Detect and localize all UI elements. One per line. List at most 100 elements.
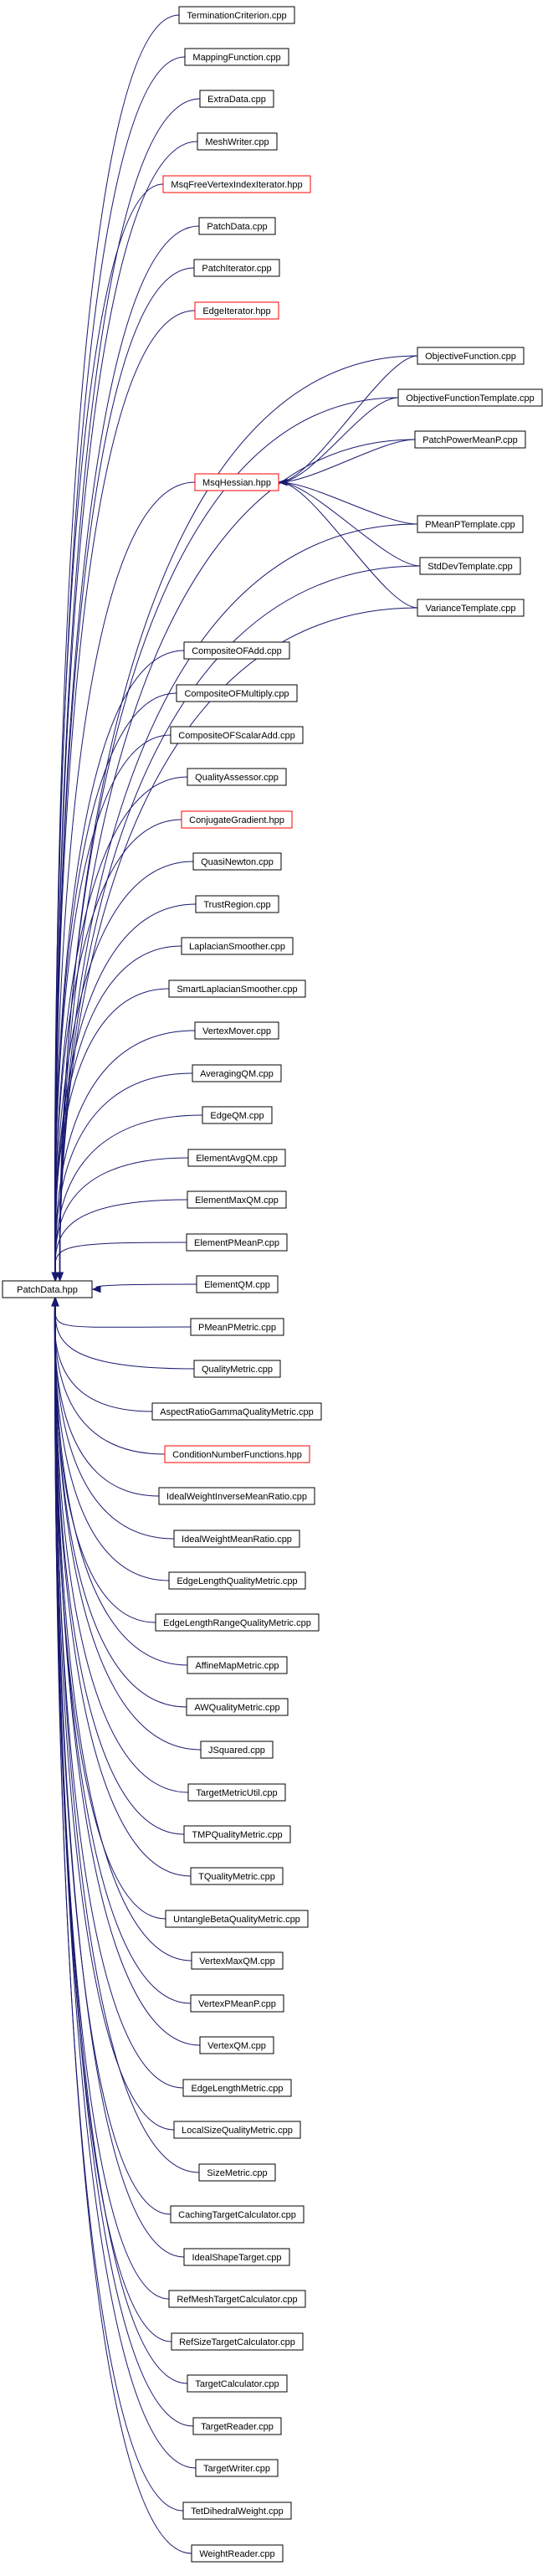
node-compositeofmultiply-cpp[interactable]: CompositeOFMultiply.cpp xyxy=(176,684,298,702)
edge-conditionnumberfunctions_hpp-to-patchdata_hpp xyxy=(51,1297,166,1455)
node-tetdihedralweight-cpp[interactable]: TetDihedralWeight.cpp xyxy=(182,2501,292,2520)
node-vertexqm-cpp[interactable]: VertexQM.cpp xyxy=(199,2036,274,2054)
node-vertexpmeanp-cpp[interactable]: VertexPMeanP.cpp xyxy=(190,1994,284,2013)
node-pmeanptemplate-cpp[interactable]: PMeanPTemplate.cpp xyxy=(417,515,524,533)
node-label: CompositeOFScalarAdd.cpp xyxy=(178,731,294,741)
node-localsizequalitymetric-cpp[interactable]: LocalSizeQualityMetric.cpp xyxy=(173,2121,301,2139)
node-terminationcriterion-cpp[interactable]: TerminationCriterion.cpp xyxy=(178,6,295,24)
node-label: LocalSizeQualityMetric.cpp xyxy=(182,2126,293,2136)
node-label: RefSizeTargetCalculator.cpp xyxy=(179,2337,295,2347)
edge-line xyxy=(54,1298,172,2342)
node-targetcalculator-cpp[interactable]: TargetCalculator.cpp xyxy=(187,2374,288,2393)
node-qualityassessor-cpp[interactable]: QualityAssessor.cpp xyxy=(187,768,287,786)
edge-line xyxy=(54,225,200,1281)
node-label: ElementAvgQM.cpp xyxy=(196,1154,278,1164)
node-compositeofscalaradd-cpp[interactable]: CompositeOFScalarAdd.cpp xyxy=(170,726,304,744)
node-tqualitymetric-cpp[interactable]: TQualityMetric.cpp xyxy=(190,1867,284,1885)
node-edgelengthrangequalitymetric-cpp[interactable]: EdgeLengthRangeQualityMetric.cpp xyxy=(155,1613,320,1632)
node-patchpowermeanp-cpp[interactable]: PatchPowerMeanP.cpp xyxy=(414,430,526,449)
edge-line xyxy=(54,1298,184,2512)
node-compositeofadd-cpp[interactable]: CompositeOFAdd.cpp xyxy=(183,641,290,660)
node-label: VertexMover.cpp xyxy=(202,1026,271,1036)
node-box xyxy=(187,1190,287,1209)
edge-line xyxy=(54,1298,200,2173)
node-box xyxy=(162,175,311,193)
node-label: EdgeLengthMetric.cpp xyxy=(191,2084,283,2094)
node-edgeiterator-hpp[interactable]: EdgeIterator.hpp xyxy=(194,301,279,320)
node-elementqm-cpp[interactable]: ElementQM.cpp xyxy=(196,1275,279,1293)
node-idealshapetarget-cpp[interactable]: IdealShapeTarget.cpp xyxy=(183,2248,290,2266)
node-msqfreevertexindexiterator-hpp[interactable]: MsqFreeVertexIndexIterator.hpp xyxy=(162,175,311,193)
node-objectivefunctiontemplate-cpp[interactable]: ObjectiveFunctionTemplate.cpp xyxy=(397,388,543,407)
edge-line xyxy=(54,1114,203,1281)
node-stddevtemplate-cpp[interactable]: StdDevTemplate.cpp xyxy=(419,557,521,575)
node-elementpmeanp-cpp[interactable]: ElementPMeanP.cpp xyxy=(186,1233,288,1252)
node-box xyxy=(194,473,279,491)
edge-line xyxy=(54,1298,192,1328)
node-idealweightinversemeanratio-cpp[interactable]: IdealWeightInverseMeanRatio.cpp xyxy=(158,1487,315,1505)
node-pmeanpmetric-cpp[interactable]: PMeanPMetric.cpp xyxy=(190,1318,284,1336)
node-affinemapmetric-cpp[interactable]: AffineMapMetric.cpp xyxy=(187,1656,288,1674)
node-box xyxy=(171,2332,304,2351)
node-edgelengthmetric-cpp[interactable]: EdgeLengthMetric.cpp xyxy=(182,2079,292,2097)
node-label: EdgeQM.cpp xyxy=(210,1111,264,1121)
node-box xyxy=(164,1445,310,1463)
node-msqhessian-hpp[interactable]: MsqHessian.hpp xyxy=(194,473,279,491)
node-targetwriter-cpp[interactable]: TargetWriter.cpp xyxy=(195,2459,279,2477)
node-box xyxy=(176,684,298,702)
node-aspectratiogammaqualitymetric-cpp[interactable]: AspectRatioGammaQualityMetric.cpp xyxy=(151,1402,322,1421)
node-targetmetricutil-cpp[interactable]: TargetMetricUtil.cpp xyxy=(187,1783,286,1802)
edge-line xyxy=(54,734,171,1281)
node-jsquared-cpp[interactable]: JSquared.cpp xyxy=(200,1740,274,1759)
node-label: PatchPowerMeanP.cpp xyxy=(422,435,518,445)
node-edgelengthqualitymetric-cpp[interactable]: EdgeLengthQualityMetric.cpp xyxy=(168,1571,306,1590)
node-quasinewton-cpp[interactable]: QuasiNewton.cpp xyxy=(192,852,282,871)
node-tmpqualitymetric-cpp[interactable]: TMPQualityMetric.cpp xyxy=(183,1825,291,1843)
node-patchdata-cpp[interactable]: PatchData.cpp xyxy=(198,217,276,235)
node-vertexmaxqm-cpp[interactable]: VertexMaxQM.cpp xyxy=(191,1951,284,1970)
node-conditionnumberfunctions-hpp[interactable]: ConditionNumberFunctions.hpp xyxy=(164,1445,310,1463)
edge-elementmaxqm_cpp-to-patchdata_hpp xyxy=(51,1199,188,1282)
node-label: QuasiNewton.cpp xyxy=(201,857,274,867)
node-conjugategradient-hpp[interactable]: ConjugateGradient.hpp xyxy=(181,810,293,829)
node-idealweightmeanratio-cpp[interactable]: IdealWeightMeanRatio.cpp xyxy=(173,1530,300,1548)
node-laplaciansmoother-cpp[interactable]: LaplacianSmoother.cpp xyxy=(181,937,294,955)
node-smartlaplaciansmoother-cpp[interactable]: SmartLaplacianSmoother.cpp xyxy=(168,979,306,998)
node-sizemetric-cpp[interactable]: SizeMetric.cpp xyxy=(198,2163,276,2182)
node-untanglebetaqualitymetric-cpp[interactable]: UntangleBetaQualityMetric.cpp xyxy=(165,1910,309,1928)
node-trustregion-cpp[interactable]: TrustRegion.cpp xyxy=(195,895,279,913)
node-box xyxy=(192,852,282,871)
node-box xyxy=(190,1318,284,1336)
node-qualitymetric-cpp[interactable]: QualityMetric.cpp xyxy=(193,1360,281,1378)
node-patchiterator-cpp[interactable]: PatchIterator.cpp xyxy=(193,259,280,277)
node-label: TargetWriter.cpp xyxy=(203,2464,270,2474)
node-elementavgqm-cpp[interactable]: ElementAvgQM.cpp xyxy=(187,1149,286,1167)
node-refsizetargetcalculator-cpp[interactable]: RefSizeTargetCalculator.cpp xyxy=(171,2332,304,2351)
node-box xyxy=(187,768,287,786)
edge-line xyxy=(59,565,421,1281)
node-mappingfunction-cpp[interactable]: MappingFunction.cpp xyxy=(184,48,289,66)
node-box xyxy=(199,2036,274,2054)
node-label: PatchData.cpp xyxy=(207,222,267,232)
node-label: CompositeOFAdd.cpp xyxy=(192,646,282,656)
node-weightreader-cpp[interactable]: WeightReader.cpp xyxy=(191,2544,284,2563)
node-variancetemplate-cpp[interactable]: VarianceTemplate.cpp xyxy=(417,599,525,617)
node-cachingtargetcalculator-cpp[interactable]: CachingTargetCalculator.cpp xyxy=(170,2205,305,2224)
node-box xyxy=(165,1910,309,1928)
node-awqualitymetric-cpp[interactable]: AWQualityMetric.cpp xyxy=(186,1698,289,1716)
node-objectivefunction-cpp[interactable]: ObjectiveFunction.cpp xyxy=(417,347,525,365)
node-edgeqm-cpp[interactable]: EdgeQM.cpp xyxy=(202,1106,273,1124)
node-targetreader-cpp[interactable]: TargetReader.cpp xyxy=(192,2417,282,2435)
node-elementmaxqm-cpp[interactable]: ElementMaxQM.cpp xyxy=(187,1190,287,1209)
node-extradata-cpp[interactable]: ExtraData.cpp xyxy=(199,90,274,108)
edge-targetreader_cpp-to-patchdata_hpp xyxy=(52,1297,194,2427)
node-label: TargetCalculator.cpp xyxy=(195,2379,279,2389)
node-label: ObjectiveFunctionTemplate.cpp xyxy=(406,393,534,404)
node-meshwriter-cpp[interactable]: MeshWriter.cpp xyxy=(197,132,278,151)
edge-line xyxy=(279,481,421,567)
edge-line xyxy=(54,1298,192,2554)
node-vertexmover-cpp[interactable]: VertexMover.cpp xyxy=(194,1021,279,1040)
node-box xyxy=(182,2079,292,2097)
node-averagingqm-cpp[interactable]: AveragingQM.cpp xyxy=(192,1064,282,1082)
node-refmeshtargetcalculator-cpp[interactable]: RefMeshTargetCalculator.cpp xyxy=(168,2290,306,2308)
